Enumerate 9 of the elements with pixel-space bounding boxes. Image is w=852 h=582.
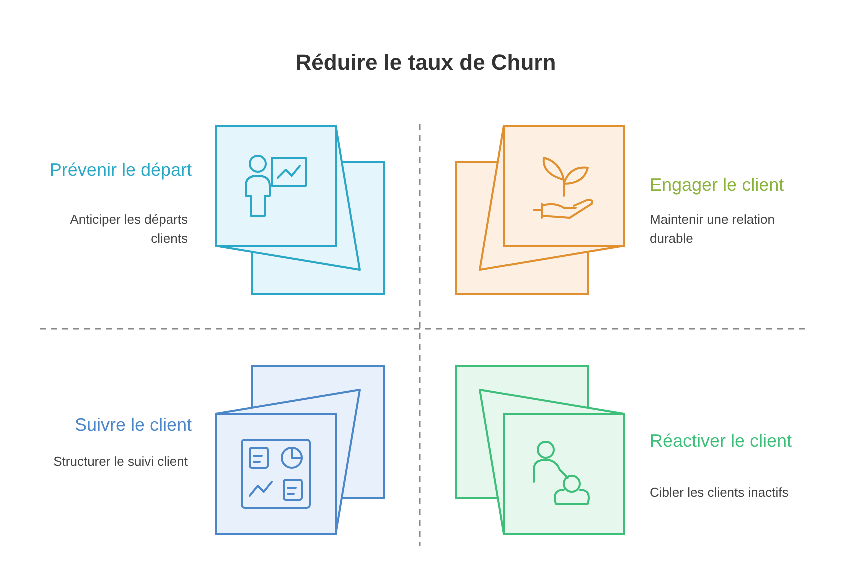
- quadrant-description: Structurer le suivi client: [52, 453, 188, 471]
- title: Réduire le taux de Churn: [294, 50, 558, 76]
- quadrant-heading: Suivre le client: [74, 415, 192, 436]
- quadrant-description: Cibler les clients inactifs: [650, 484, 790, 502]
- quadrant-description: Anticiper les départs clients: [69, 211, 188, 248]
- quadrant-heading: Engager le client: [650, 175, 784, 196]
- quadrant-description: Maintenir une relation durable: [650, 211, 776, 248]
- quadrant-heading: Réactiver le client: [650, 431, 792, 452]
- quadrant-heading: Prévenir le départ: [50, 160, 192, 181]
